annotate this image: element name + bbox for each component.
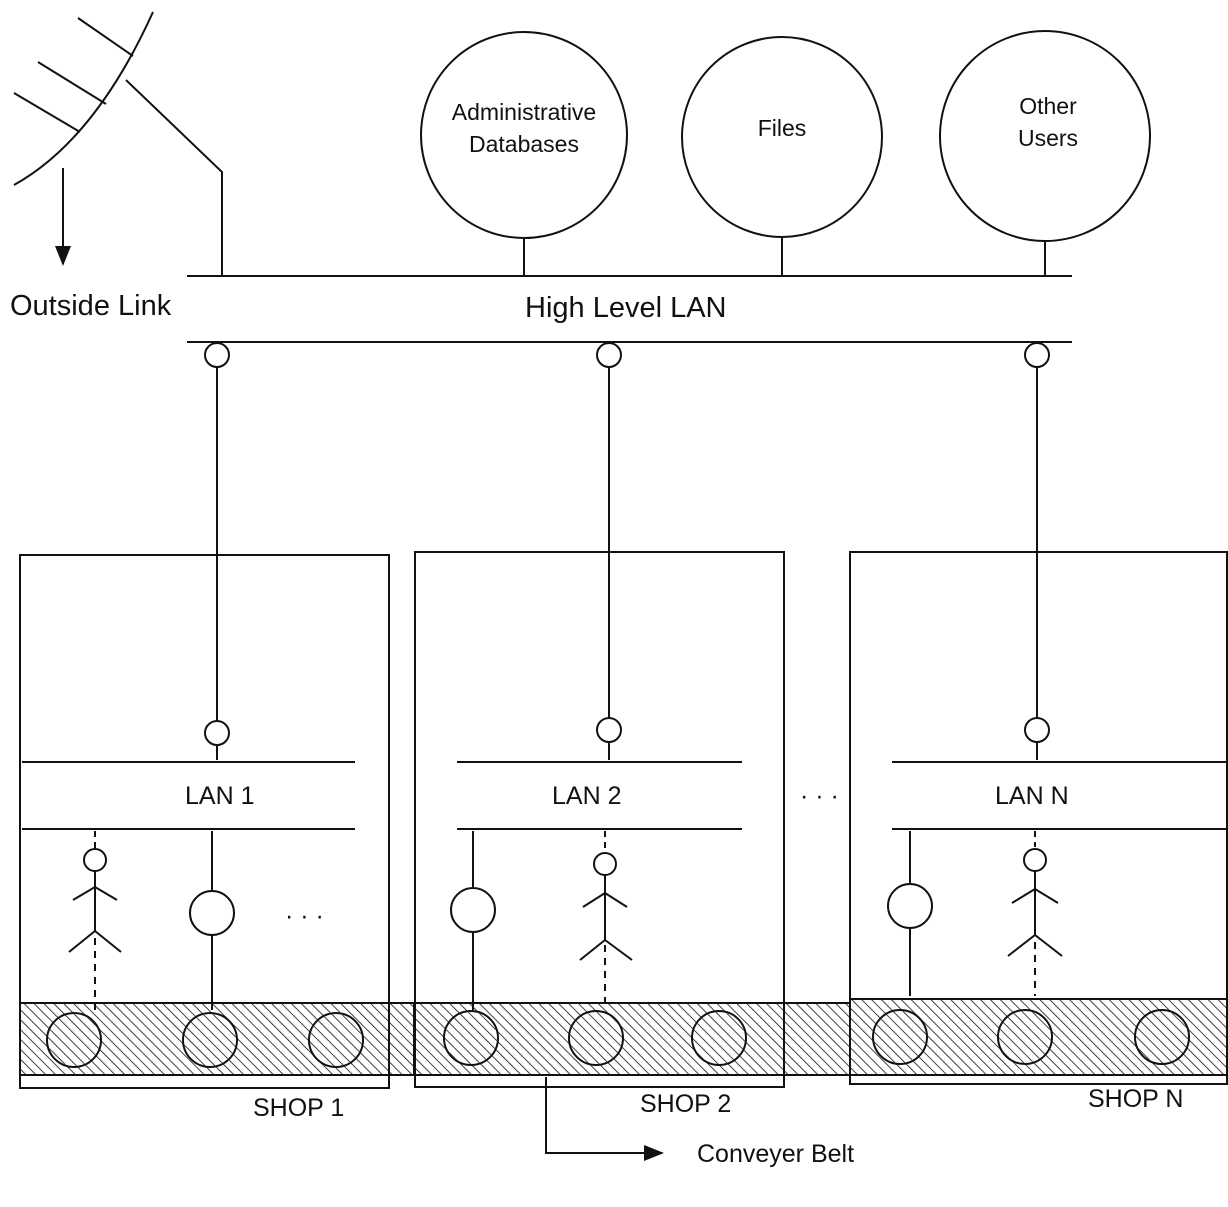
machine-icon-shop-1: [190, 891, 234, 935]
shop-n-label: SHOP N: [1088, 1085, 1183, 1114]
worker-icon-shop-1: [69, 849, 121, 952]
worker-icon-shop-n: [1008, 849, 1062, 956]
high-level-lan-label: High Level LAN: [525, 292, 727, 325]
shop-1-label: SHOP 1: [253, 1094, 344, 1123]
outside-link-connector: [126, 80, 222, 276]
dish-signal-3: [14, 93, 80, 132]
conveyer-belt-label: Conveyer Belt: [697, 1140, 854, 1169]
server-label-line: Other: [958, 90, 1138, 122]
lan-n-label: LAN N: [995, 782, 1069, 811]
gateway-node-n-bottom: [1025, 718, 1049, 742]
lan-1-label: LAN 1: [185, 782, 254, 811]
server-label-line: Administrative: [424, 96, 624, 128]
ellipsis-between-shops: · · ·: [800, 782, 839, 811]
gateway-node-1-top: [205, 343, 229, 367]
server-label-files: Files: [692, 112, 872, 144]
server-label-line: Files: [692, 112, 872, 144]
gateway-node-2-bottom: [597, 718, 621, 742]
ellipsis-shop-1-devices: · · ·: [285, 902, 324, 931]
machine-icon-shop-2: [451, 888, 495, 932]
server-label-admin-databases: Administrative Databases: [424, 96, 624, 160]
dish-signal-1: [78, 18, 133, 56]
server-label-line: Databases: [424, 128, 624, 160]
gateway-node-n-top: [1025, 343, 1049, 367]
gateway-node-2-top: [597, 343, 621, 367]
shop-2-label: SHOP 2: [640, 1090, 731, 1119]
server-label-line: Users: [958, 122, 1138, 154]
server-label-other-users: Other Users: [958, 90, 1138, 154]
outside-link-label: Outside Link: [10, 290, 171, 323]
gateway-node-1-bottom: [205, 721, 229, 745]
dish-signal-2: [38, 62, 106, 104]
lan-2-label: LAN 2: [552, 782, 621, 811]
worker-icon-shop-2: [580, 853, 632, 960]
machine-icon-shop-n: [888, 884, 932, 928]
dish-arc: [14, 12, 153, 185]
